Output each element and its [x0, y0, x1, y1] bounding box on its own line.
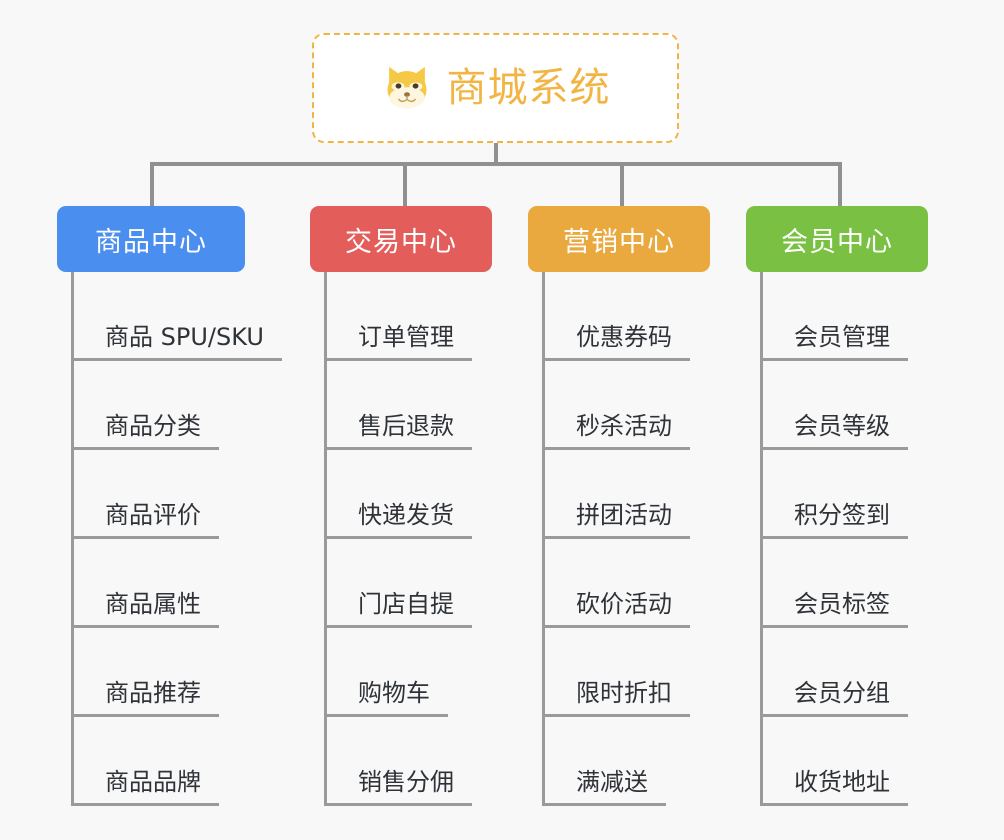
connector-root-stem — [494, 143, 498, 164]
list-item[interactable]: 收货地址 — [746, 717, 928, 806]
list-item[interactable]: 快递发货 — [310, 450, 492, 539]
category-header-label: 营销中心 — [563, 226, 675, 258]
category-spine — [760, 272, 763, 806]
leaf-list-marketing: 优惠券码 秒杀活动 拼团活动 砍价活动 限时折扣 满减送 — [528, 272, 710, 806]
category-spine — [71, 272, 74, 806]
connector-horizontal-bus — [150, 162, 840, 166]
list-item[interactable]: 门店自提 — [310, 539, 492, 628]
category-header-label: 商品中心 — [95, 226, 207, 258]
root-title: 商城系统 — [446, 65, 611, 111]
list-item[interactable]: 售后退款 — [310, 361, 492, 450]
list-item[interactable]: 商品品牌 — [57, 717, 247, 806]
leaf-label: 购物车 — [324, 680, 448, 717]
leaf-label: 商品品牌 — [71, 769, 219, 806]
list-item[interactable]: 会员管理 — [746, 272, 928, 361]
category-spine — [324, 272, 327, 806]
list-item[interactable]: 秒杀活动 — [528, 361, 710, 450]
list-item[interactable]: 砍价活动 — [528, 539, 710, 628]
list-item[interactable]: 满减送 — [528, 717, 710, 806]
leaf-label: 会员等级 — [760, 413, 908, 450]
category-column-product: 商品中心 商品 SPU/SKU 商品分类 商品评价 商品属性 商品推荐 商品品牌 — [57, 206, 282, 806]
connector-drop-3 — [620, 162, 624, 208]
list-item[interactable]: 商品分类 — [57, 361, 247, 450]
list-item[interactable]: 会员等级 — [746, 361, 928, 450]
leaf-label: 秒杀活动 — [542, 413, 690, 450]
leaf-label: 限时折扣 — [542, 680, 690, 717]
category-header-marketing[interactable]: 营销中心 — [528, 206, 710, 272]
connector-drop-1 — [150, 162, 154, 208]
leaf-list-trade: 订单管理 售后退款 快递发货 门店自提 购物车 销售分佣 — [310, 272, 492, 806]
root-node[interactable]: 商城系统 — [312, 33, 679, 143]
list-item[interactable]: 会员分组 — [746, 628, 928, 717]
category-spine — [542, 272, 545, 806]
leaf-label: 优惠券码 — [542, 324, 690, 361]
category-column-trade: 交易中心 订单管理 售后退款 快递发货 门店自提 购物车 销售分佣 — [310, 206, 492, 806]
connector-drop-2 — [403, 162, 407, 208]
list-item[interactable]: 会员标签 — [746, 539, 928, 628]
leaf-label: 砍价活动 — [542, 591, 690, 628]
leaf-label: 会员管理 — [760, 324, 908, 361]
leaf-list-product: 商品 SPU/SKU 商品分类 商品评价 商品属性 商品推荐 商品品牌 — [57, 272, 282, 806]
leaf-label: 拼团活动 — [542, 502, 690, 539]
leaf-label: 售后退款 — [324, 413, 472, 450]
category-column-marketing: 营销中心 优惠券码 秒杀活动 拼团活动 砍价活动 限时折扣 满减送 — [528, 206, 710, 806]
category-header-label: 会员中心 — [781, 226, 893, 258]
leaf-label: 商品 SPU/SKU — [71, 324, 282, 361]
leaf-label: 门店自提 — [324, 591, 472, 628]
leaf-label: 会员标签 — [760, 591, 908, 628]
leaf-label: 积分签到 — [760, 502, 908, 539]
category-column-member: 会员中心 会员管理 会员等级 积分签到 会员标签 会员分组 收货地址 — [746, 206, 928, 806]
leaf-label: 快递发货 — [324, 502, 472, 539]
list-item[interactable]: 积分签到 — [746, 450, 928, 539]
list-item[interactable]: 优惠券码 — [528, 272, 710, 361]
leaf-label: 订单管理 — [324, 324, 472, 361]
category-header-member[interactable]: 会员中心 — [746, 206, 928, 272]
list-item[interactable]: 拼团活动 — [528, 450, 710, 539]
list-item[interactable]: 商品属性 — [57, 539, 247, 628]
shiba-dog-face-icon — [381, 62, 433, 114]
leaf-list-member: 会员管理 会员等级 积分签到 会员标签 会员分组 收货地址 — [746, 272, 928, 806]
list-item[interactable]: 限时折扣 — [528, 628, 710, 717]
leaf-label: 收货地址 — [760, 769, 908, 806]
list-item[interactable]: 订单管理 — [310, 272, 492, 361]
leaf-label: 商品属性 — [71, 591, 219, 628]
list-item[interactable]: 商品 SPU/SKU — [57, 272, 282, 361]
leaf-label: 商品评价 — [71, 502, 219, 539]
category-header-product[interactable]: 商品中心 — [57, 206, 245, 272]
list-item[interactable]: 商品推荐 — [57, 628, 247, 717]
leaf-label: 商品分类 — [71, 413, 219, 450]
list-item[interactable]: 销售分佣 — [310, 717, 492, 806]
category-header-label: 交易中心 — [345, 226, 457, 258]
category-header-trade[interactable]: 交易中心 — [310, 206, 492, 272]
leaf-label: 商品推荐 — [71, 680, 219, 717]
leaf-label: 销售分佣 — [324, 769, 472, 806]
list-item[interactable]: 商品评价 — [57, 450, 247, 539]
connector-drop-4 — [838, 162, 842, 208]
leaf-label: 会员分组 — [760, 680, 908, 717]
leaf-label: 满减送 — [542, 769, 666, 806]
list-item[interactable]: 购物车 — [310, 628, 492, 717]
